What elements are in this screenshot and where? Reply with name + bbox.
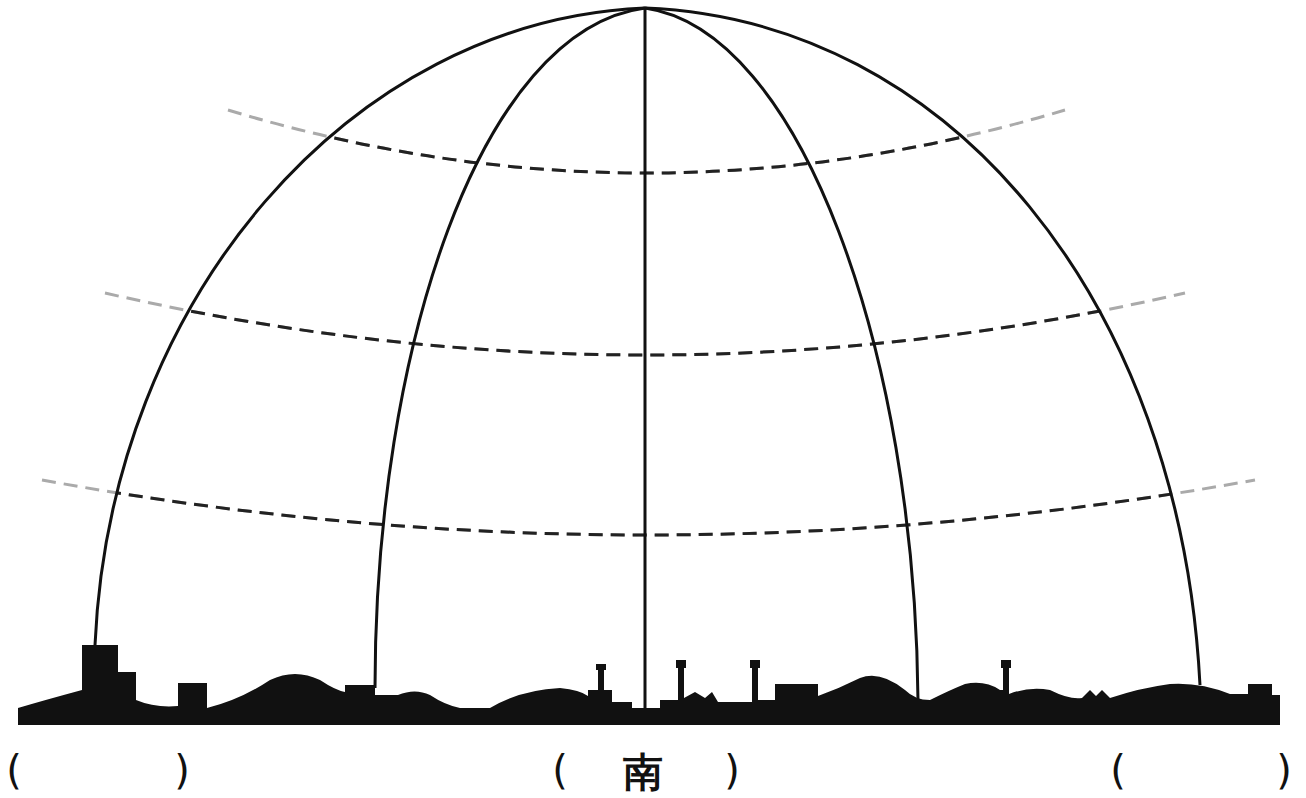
skyline-silhouette [18, 645, 1280, 725]
altitude-line [42, 110, 1255, 535]
bracket: ) [174, 750, 190, 790]
altitude-line-extension [42, 110, 1255, 535]
bracket: ) [1276, 750, 1292, 790]
bracket: ( [6, 750, 22, 790]
direction-label: 南 [623, 752, 663, 792]
bracket: ( [552, 750, 568, 790]
bracket: ) [724, 750, 740, 790]
meridian-arc [95, 8, 1200, 712]
bracket: ( [1110, 750, 1126, 790]
